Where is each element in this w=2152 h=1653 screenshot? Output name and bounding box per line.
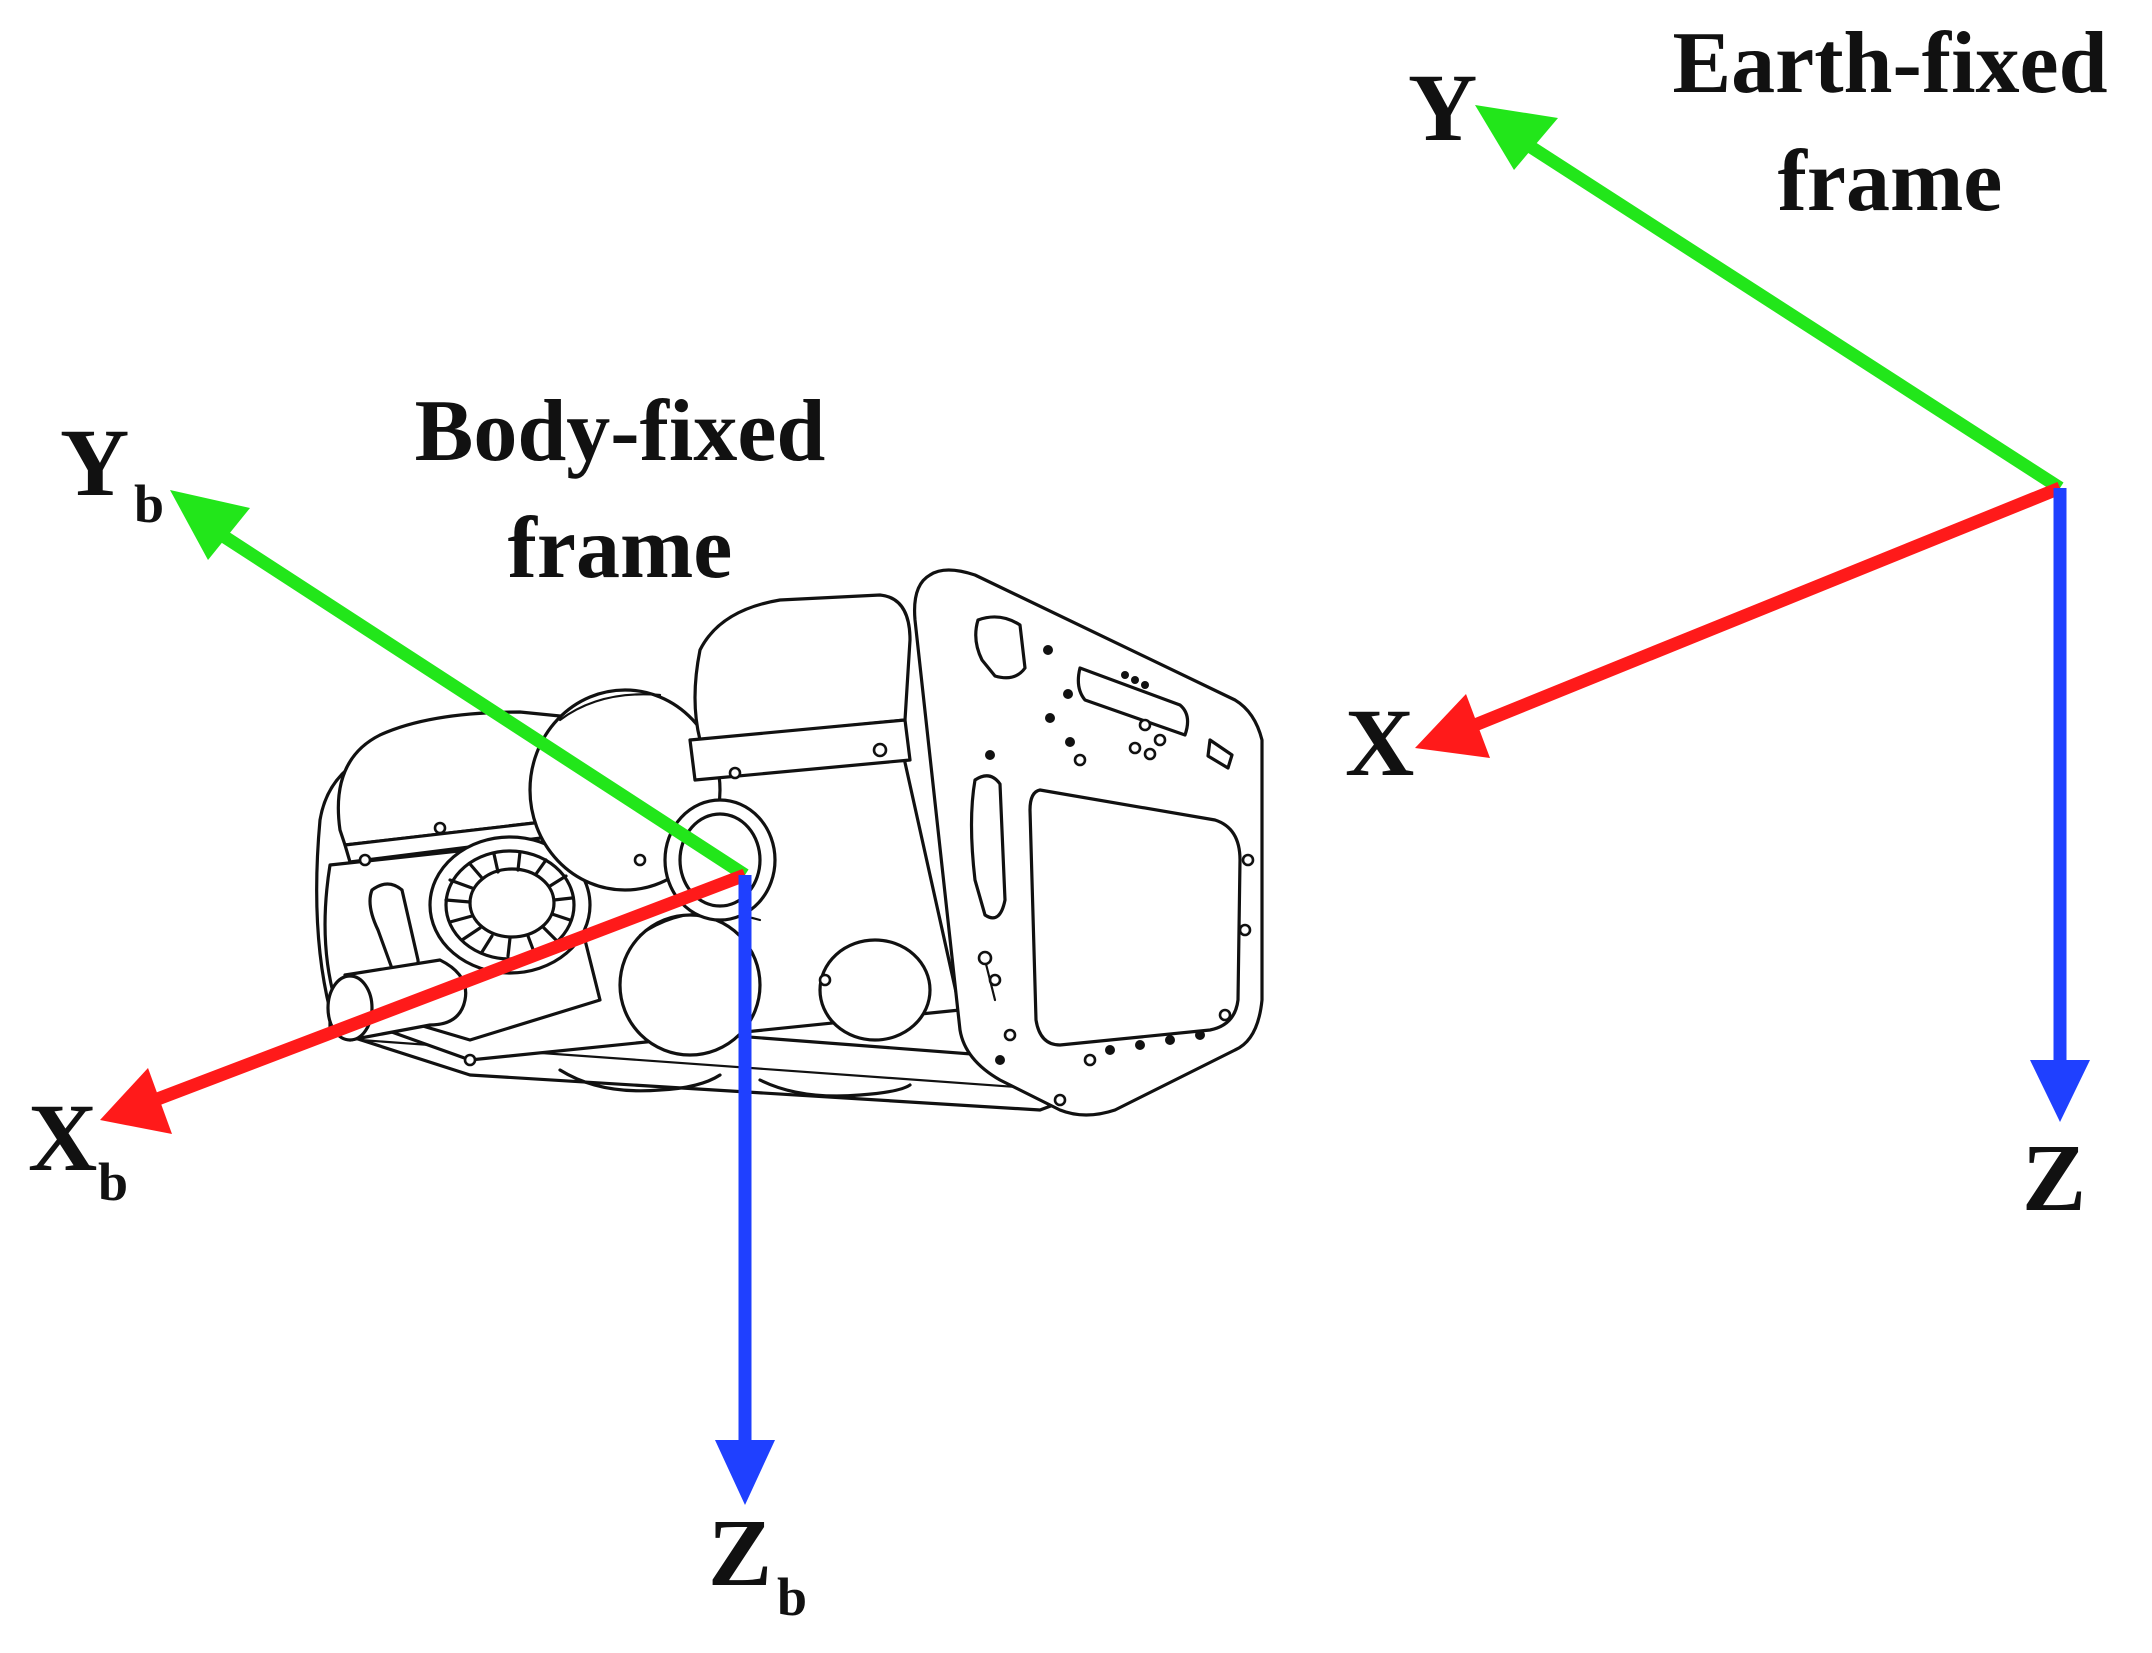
earth-y-axis-line [1516,134,2064,494]
body-z-arrowhead [715,1440,775,1505]
earth-z-arrowhead [2030,1060,2090,1122]
earth-x-label: X [1345,689,1414,796]
earth-x-arrowhead [1415,694,1490,758]
body-y-label: Y [60,409,129,516]
body-x-label: X [28,1084,97,1191]
body-x-arrowhead [100,1068,172,1134]
earth-frame-title-line1: Earth-fixed [1672,15,2107,112]
earth-z-label: Z [2022,1124,2086,1231]
body-x-axis-line [152,868,748,1107]
body-z-subscript: b [777,1567,807,1627]
body-frame-axes [100,490,775,1505]
underwater-rov-icon [315,568,1264,1117]
earth-frame-title-line2: frame [1778,133,2003,230]
earth-y-label: Y [1408,54,1477,161]
body-frame-title-line2: frame [508,500,733,597]
body-frame-title-line1: Body-fixed [415,383,826,480]
body-y-subscript: b [134,474,164,534]
earth-y-arrowhead [1475,105,1558,170]
earth-x-axis-line [1472,481,2063,732]
body-y-arrowhead [170,490,250,560]
body-z-label: Z [708,1499,772,1606]
body-x-subscript: b [98,1152,128,1212]
body-y-axis-line [210,524,749,881]
earth-frame-axes [1415,105,2090,1122]
